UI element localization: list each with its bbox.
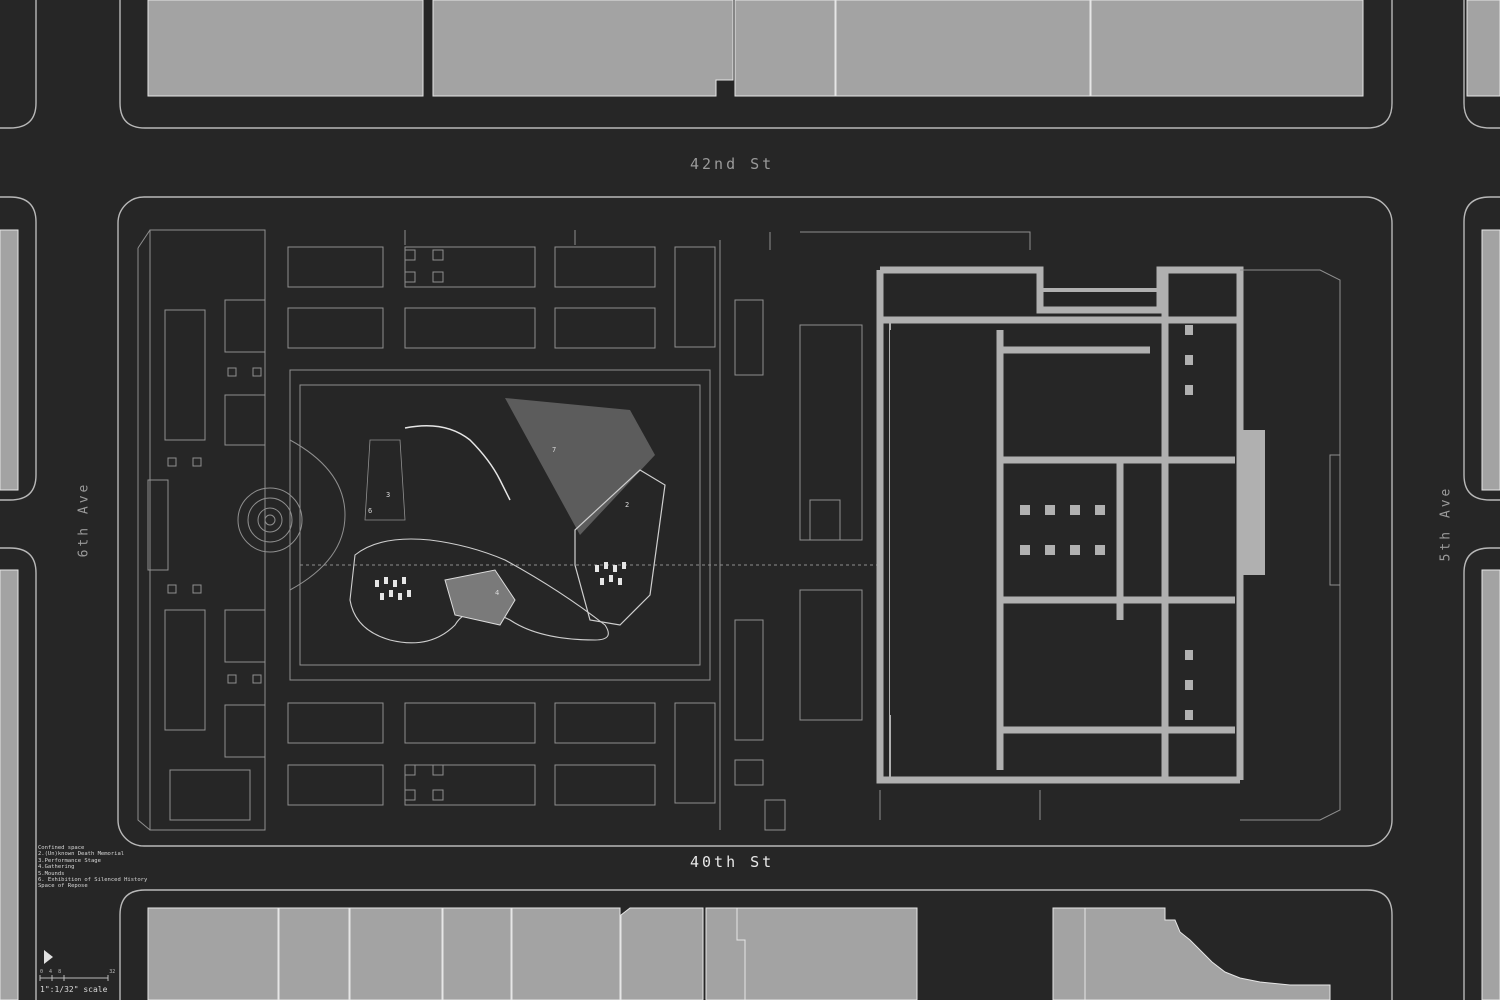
- plan-number-4: 6: [368, 507, 372, 515]
- scale-bar: [39, 975, 109, 981]
- seating-dots: [375, 562, 626, 600]
- south-building-dividers: [736, 908, 1086, 1000]
- library-terrace: [764, 231, 1341, 831]
- library-piers: [1020, 325, 1265, 720]
- legend-item: 2.(Un)known Death Memorial: [38, 851, 125, 858]
- street-label-42nd: 42nd St: [690, 155, 775, 173]
- scale-tick: 0: [40, 969, 44, 975]
- planters: [167, 249, 444, 801]
- library-hall: [890, 330, 995, 715]
- scale-ticks: 0 4 8 32: [40, 969, 115, 975]
- memorial-intervention: 7 2 3 6 4: [349, 398, 666, 644]
- north-buildings: [147, 0, 1500, 97]
- north-arrow-icon: [44, 950, 53, 964]
- legend-item: 6. Exhibition of Silenced History: [38, 877, 148, 884]
- plan-number-2: 2: [625, 501, 629, 509]
- street-label-5th-ave: 5th Ave: [1438, 485, 1454, 562]
- legend-item: 4.Gathering: [38, 864, 75, 871]
- plan-number-1: 7: [552, 446, 556, 454]
- legend-item: 3.Performance Stage: [38, 857, 101, 864]
- side-buildings: [0, 229, 1500, 1000]
- legend: Confined space 2.(Un)known Death Memoria…: [38, 845, 147, 890]
- street-label-6th-ave: 6th Ave: [76, 481, 92, 558]
- plan-number-5: 4: [495, 589, 499, 597]
- legend-item: Confined space: [38, 845, 85, 851]
- south-buildings: [147, 907, 1331, 1000]
- legend-item: 5.Mounds: [38, 870, 65, 877]
- scale-tick: 8: [58, 969, 62, 975]
- scale-tick: 32: [109, 969, 116, 975]
- street-label-40th: 40th St: [690, 853, 775, 871]
- plan-number-3: 3: [386, 491, 390, 499]
- scale-label: 1":1/32" scale: [40, 985, 108, 994]
- park-plan: [137, 229, 880, 831]
- scale-tick: 4: [49, 969, 53, 975]
- legend-item: Space of Repose: [38, 883, 88, 890]
